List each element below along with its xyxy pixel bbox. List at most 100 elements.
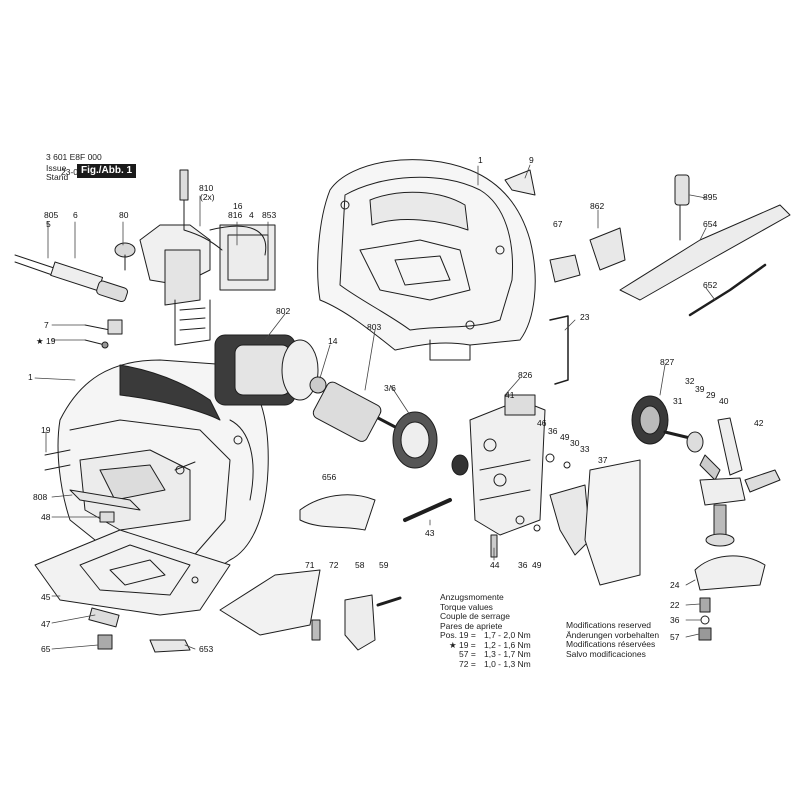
screw-65 <box>97 634 113 650</box>
callout-827: 827 <box>660 357 675 367</box>
callout-816: 816 <box>228 210 243 220</box>
torque-row-3: 57 = 1,3 - 1,7 Nm <box>440 649 531 659</box>
stand-label: Stand <box>46 172 69 182</box>
part-42 <box>744 469 781 493</box>
pos-label: Pos. <box>440 630 458 640</box>
callout-4: 4 <box>249 210 254 220</box>
callout-49a: 49 <box>560 432 570 442</box>
gear-827 <box>631 395 692 445</box>
gear-housing-826 <box>469 394 546 536</box>
callout-32: 32 <box>685 376 695 386</box>
washer-36a <box>545 453 555 463</box>
screw-57 <box>698 627 712 641</box>
callout-43: 43 <box>425 528 435 538</box>
bearing-32 <box>686 431 704 453</box>
callout-29: 29 <box>706 390 716 400</box>
wedge-9 <box>504 169 536 196</box>
callout-23: 23 <box>580 312 590 322</box>
callout-47: 47 <box>41 619 51 629</box>
callout-31: 31 <box>673 396 683 406</box>
callout-656: 656 <box>322 472 337 482</box>
part-number: 3 601 E8F 000 <box>46 152 102 162</box>
rod-43 <box>403 498 452 522</box>
callout-33: 33 <box>580 444 590 454</box>
torque-line-1: Anzugsmomente <box>440 592 504 602</box>
callout-41: 41 <box>505 390 515 400</box>
part-808 <box>69 489 141 511</box>
callout-1-left: 1 <box>28 372 33 382</box>
torque-line-3: Couple de serrage <box>440 611 510 621</box>
part-862 <box>589 227 626 271</box>
base-plate-45 <box>34 529 231 616</box>
torque-row-1: Pos. 19 = 1,7 - 2,0 Nm <box>440 630 531 640</box>
callout-19: 19 <box>41 425 51 435</box>
callout-star-19: ★ 19 <box>36 336 56 346</box>
callout-653: 653 <box>199 644 214 654</box>
torque-block: Anzugsmomente Torque values Couple de se… <box>440 592 531 669</box>
callout-36b: 36 <box>518 560 528 570</box>
torque-value-2: 1,2 - 1,6 Nm <box>484 639 531 650</box>
callout-59: 59 <box>379 560 389 570</box>
stator-802 <box>214 334 319 406</box>
modifications-block: Modifications reserved Änderungen vorbeh… <box>566 620 659 658</box>
key-652 <box>688 263 767 317</box>
callout-40: 40 <box>719 396 729 406</box>
lever-653 <box>149 639 191 653</box>
callout-49b: 49 <box>532 560 542 570</box>
callout-65: 65 <box>41 644 51 654</box>
callout-42: 42 <box>754 418 764 428</box>
plunger-assembly <box>699 477 746 547</box>
callout-6: 6 <box>73 210 78 220</box>
torque-value-3: 1,3 - 1,7 Nm <box>484 649 531 659</box>
part-22 <box>699 597 711 613</box>
callout-803: 803 <box>367 322 382 332</box>
callout-37: 37 <box>598 455 608 465</box>
part-58 <box>344 594 376 651</box>
torque-line-4: Pares de apriete <box>440 620 503 631</box>
callout-30: 30 <box>570 438 580 448</box>
callout-57: 57 <box>670 632 680 642</box>
part-47 <box>88 607 120 628</box>
callout-3-6: 3/6 <box>384 383 396 393</box>
screw-72 <box>311 619 321 641</box>
callout-810: 810 <box>199 183 214 193</box>
screw-19 <box>44 449 71 456</box>
callout-71: 71 <box>305 560 315 570</box>
callout-22: 22 <box>670 600 680 610</box>
torque-row-4: 72 = 1,0 - 1,3 Nm <box>440 659 531 669</box>
callout-24: 24 <box>670 580 680 590</box>
callout-46: 46 <box>537 418 547 428</box>
callout-862: 862 <box>590 201 605 211</box>
torque-row-2: ★ 19 = 1,2 - 1,6 Nm <box>440 640 531 650</box>
screws-7-19 <box>84 319 123 349</box>
callout-45: 45 <box>41 592 51 602</box>
mod-line-2: Änderungen vorbehalten <box>566 629 660 640</box>
part-67 <box>549 254 581 283</box>
callout-5: 5 <box>46 219 51 229</box>
foot-24 <box>694 555 766 591</box>
torque-value-4: 1,0 - 1,3 Nm <box>484 658 531 669</box>
callout-7: 7 <box>44 320 49 330</box>
plate-37 <box>584 459 641 586</box>
callout-39: 39 <box>695 384 705 394</box>
cable-switch-group <box>14 169 276 346</box>
part-40 <box>717 417 743 476</box>
torque-line-2: Torque values <box>440 601 493 612</box>
callout-58: 58 <box>355 560 365 570</box>
part-48 <box>99 511 115 523</box>
lever-33 <box>549 484 591 556</box>
mod-line-3: Modifications réservées <box>566 639 656 649</box>
callout-14: 14 <box>328 336 338 346</box>
callout-36c: 36 <box>670 615 680 625</box>
callout-826: 826 <box>518 370 533 380</box>
callout-67: 67 <box>553 219 563 229</box>
armature-803 <box>309 376 469 476</box>
callout-853: 853 <box>262 210 277 220</box>
pin-59 <box>376 596 402 607</box>
torque-pos-3: 57 = <box>459 649 476 659</box>
callout-44: 44 <box>490 560 500 570</box>
part-71 <box>219 569 321 636</box>
callout-808: 808 <box>33 492 48 502</box>
torque-pos-1: 19 = <box>459 630 476 640</box>
